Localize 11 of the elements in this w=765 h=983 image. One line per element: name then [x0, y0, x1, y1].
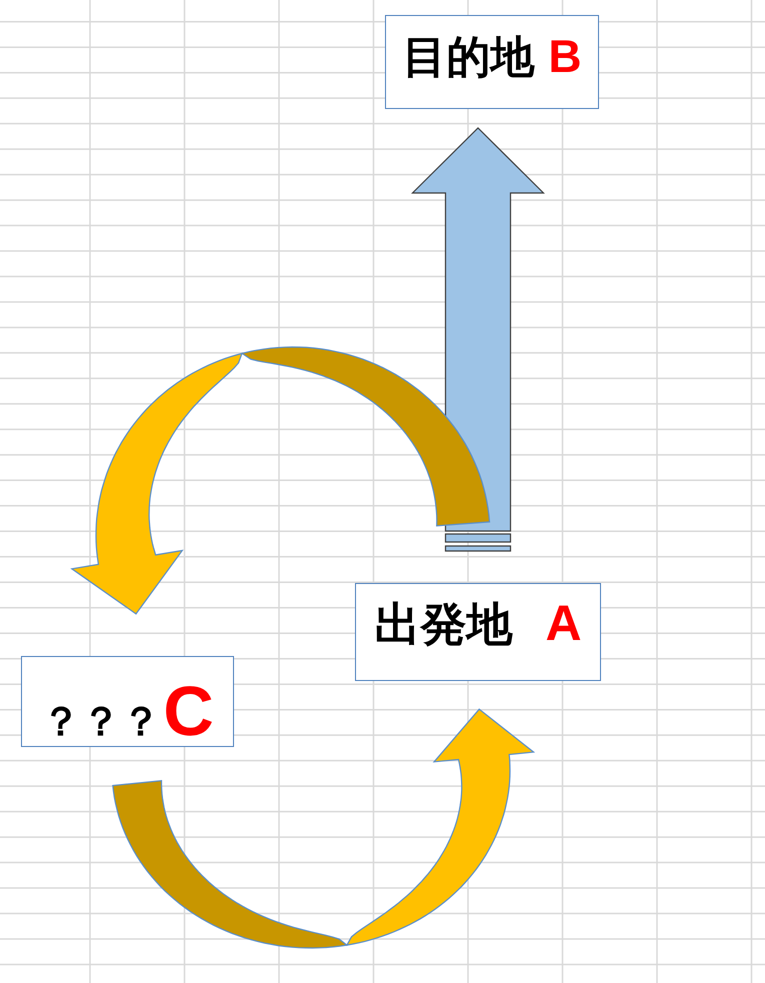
point-letter: B [548, 33, 582, 79]
place-name: 出発地 [374, 601, 512, 647]
text-box [385, 15, 599, 109]
curved-arrow [70, 346, 490, 615]
curved-arrow [112, 708, 536, 949]
text-box [21, 656, 234, 747]
text-box [355, 583, 601, 681]
point-letter: A [545, 598, 582, 648]
point-letter: C [163, 676, 214, 746]
place-name: 目的地 [402, 36, 534, 80]
place-name: ？？？ [41, 702, 162, 742]
